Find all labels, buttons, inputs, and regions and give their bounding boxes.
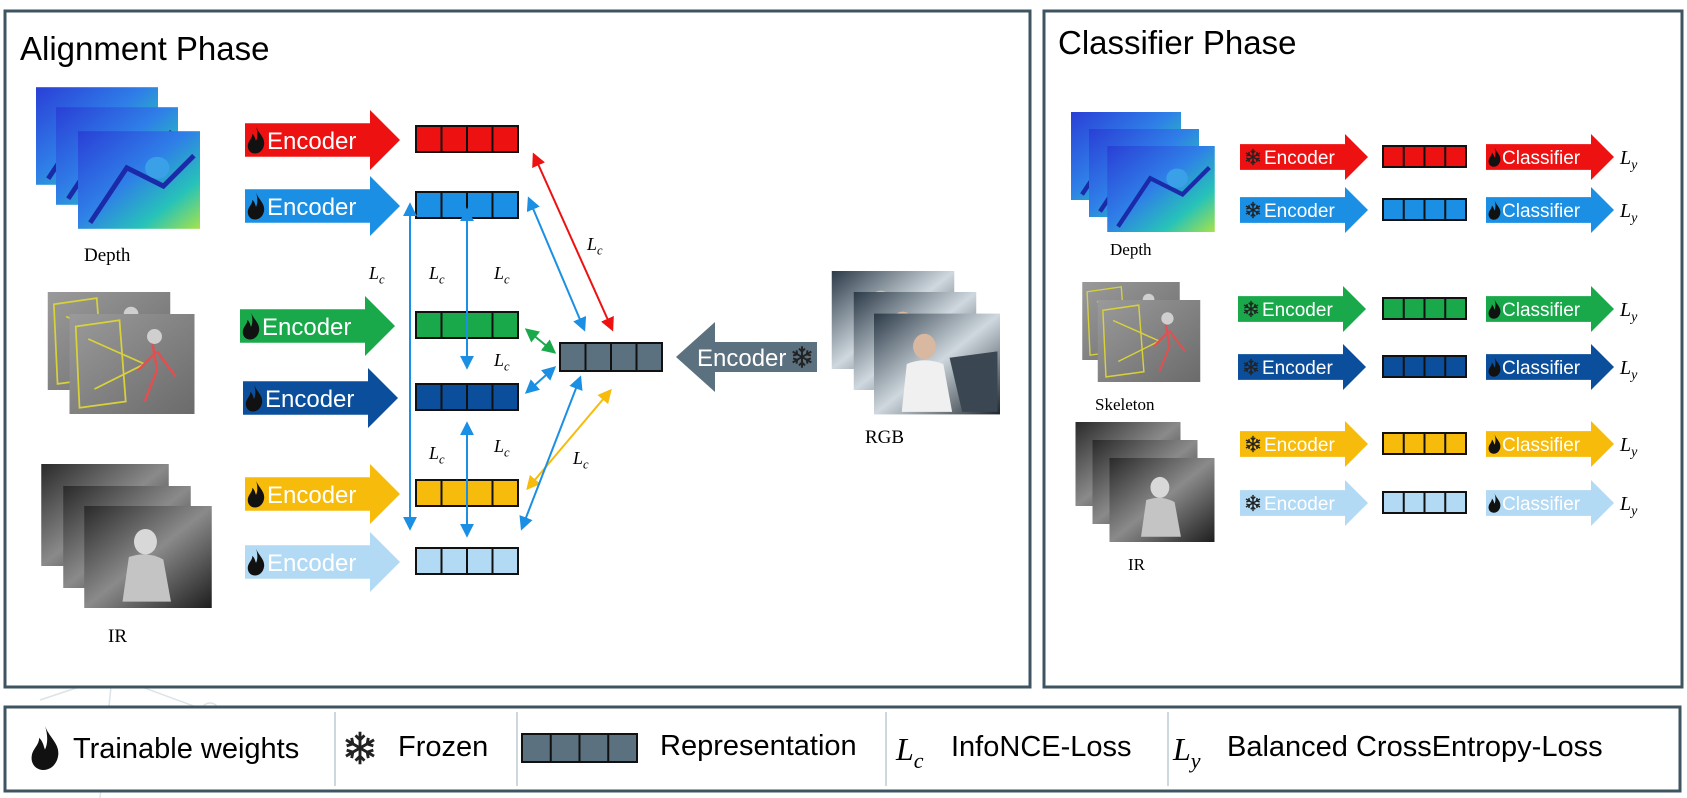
align-encoder-arrow-red (245, 110, 400, 170)
cls-skeleton-label: Skeleton (1095, 395, 1155, 414)
cls-classifier-label-yellow: Classifier (1502, 435, 1581, 456)
cls-encoder-label-light-blue: Encoder (1264, 494, 1335, 515)
align-loss-label-6: Lc (493, 436, 510, 460)
cls-encoder-arrow-dark-blue (1238, 344, 1366, 390)
legend-frozen-label: Frozen (398, 731, 488, 763)
cls-ir-image-stack (1075, 422, 1215, 542)
cls-classifier-label-dark-blue: Classifier (1502, 358, 1581, 379)
cls-loss-label-dark-blue: Ly (1619, 357, 1638, 383)
cls-classifier-arrow-red (1486, 134, 1614, 180)
cls-representation-dark-blue (1382, 355, 1467, 378)
align-representation-dark-blue (415, 383, 519, 411)
cls-loss-label-yellow: Ly (1619, 434, 1638, 460)
legend-representation-label: Representation (660, 730, 857, 762)
cls-depth-image-stack (1071, 112, 1215, 232)
cls-encoder-label-green: Encoder (1262, 300, 1333, 321)
cls-encoder-arrow-green (1238, 286, 1366, 332)
cls-classifier-label-blue: Classifier (1502, 201, 1581, 222)
cls-encoder-arrow-blue (1240, 187, 1368, 233)
legend-representation-swatch (521, 733, 638, 763)
align-loss-label-7: Lc (586, 234, 603, 258)
align-encoder-label-dark-blue: Encoder (265, 386, 354, 413)
legend-bce-symbol: Ly (1172, 731, 1201, 773)
cls-classifier-label-light-blue: Classifier (1502, 494, 1581, 515)
align-encoder-label-red: Encoder (267, 128, 356, 155)
rgb-encoder-label: Encoder (697, 345, 786, 372)
align-loss-label-1: Lc (368, 263, 385, 287)
cls-representation-blue (1382, 198, 1467, 221)
cls-encoder-arrow-light-blue (1240, 480, 1368, 526)
align-encoder-arrow-blue (245, 176, 400, 236)
align-encoder-arrow-dark-blue (243, 368, 398, 428)
cls-classifier-arrow-green (1486, 286, 1614, 332)
cls-classifier-label-green: Classifier (1502, 300, 1581, 321)
legend-bce-label: Balanced CrossEntropy-Loss (1227, 731, 1603, 763)
cls-classifier-arrow-blue (1486, 187, 1614, 233)
rgb-representation (559, 342, 663, 372)
classifier-phase-title: Classifier Phase (1058, 24, 1296, 61)
rgb-label: RGB (865, 427, 904, 448)
cls-classifier-arrow-light-blue (1486, 480, 1614, 526)
align-encoder-label-light-blue: Encoder (267, 550, 356, 577)
cls-classifier-label-red: Classifier (1502, 148, 1581, 169)
align-encoder-arrow-light-blue (245, 532, 400, 592)
cls-representation-yellow (1382, 432, 1467, 455)
alignment-encoder-arrows: EncoderEncoderEncoderEncoderEncoderEncod… (240, 110, 400, 592)
cls-ir-label: IR (1128, 555, 1146, 574)
legend-infonce-symbol: Lc (895, 731, 924, 773)
legend-panel (3, 705, 1682, 793)
cls-loss-label-blue: Ly (1619, 200, 1638, 226)
align-loss-label-4: Lc (493, 350, 510, 374)
cls-classifier-arrow-dark-blue (1486, 344, 1614, 390)
align-encoder-arrow-yellow (245, 464, 400, 524)
cls-representation-red (1382, 145, 1467, 168)
align-encoder-arrow-green (240, 296, 395, 356)
cls-encoder-arrow-yellow (1240, 421, 1368, 467)
cls-encoder-label-dark-blue: Encoder (1262, 358, 1333, 379)
cls-encoder-label-red: Encoder (1264, 148, 1335, 169)
align-representation-red (415, 125, 519, 153)
cls-classifier-arrow-yellow (1486, 421, 1614, 467)
cls-loss-label-light-blue: Ly (1619, 493, 1638, 519)
align-encoder-label-yellow: Encoder (267, 482, 356, 509)
align-encoder-label-green: Encoder (262, 314, 351, 341)
cls-encoder-arrow-red (1240, 134, 1368, 180)
cls-depth-label: Depth (1110, 240, 1152, 259)
align-representation-light-blue (415, 547, 519, 575)
cls-encoder-label-blue: Encoder (1264, 201, 1335, 222)
legend-trainable-label: Trainable weights (73, 733, 299, 765)
cls-loss-label-green: Ly (1619, 299, 1638, 325)
align-encoder-label-blue: Encoder (267, 194, 356, 221)
cls-loss-label-red: Ly (1619, 147, 1638, 173)
rgb-frozen-encoder-arrow: Encoder (676, 322, 817, 392)
ir-label: IR (108, 626, 127, 647)
align-loss-label-3: Lc (493, 263, 510, 287)
cls-encoder-label-yellow: Encoder (1264, 435, 1335, 456)
align-loss-label-8: Lc (572, 448, 589, 472)
align-loss-label-5: Lc (428, 443, 445, 467)
cls-representation-light-blue (1382, 491, 1467, 514)
contrastive-arrows (403, 152, 614, 538)
depth-label: Depth (84, 245, 131, 266)
legend-infonce-label: InfoNCE-Loss (951, 731, 1132, 763)
align-loss-label-2: Lc (428, 263, 445, 287)
cls-representation-green (1382, 297, 1467, 320)
alignment-phase-title: Alignment Phase (20, 30, 269, 67)
